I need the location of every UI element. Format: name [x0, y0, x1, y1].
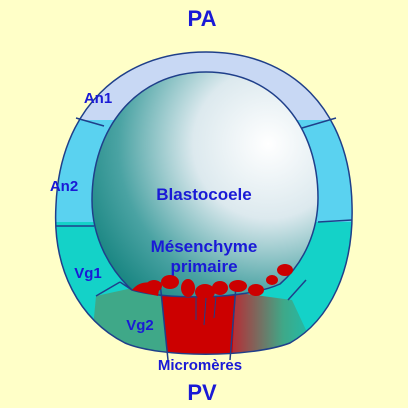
label-blastocoele: Blastocoele: [156, 185, 251, 204]
label-micromeres: Micromères: [158, 357, 242, 374]
label-vg2: Vg2: [126, 317, 154, 334]
label-pa: PA: [188, 6, 217, 31]
label-an2: An2: [50, 178, 78, 195]
label-pv: PV: [187, 380, 217, 405]
label-vg1: Vg1: [74, 265, 102, 282]
label-an1: An1: [84, 90, 112, 107]
mesenchyme-outlines: [195, 295, 217, 326]
label-mesenchyme-line1: Mésenchyme: [151, 237, 258, 256]
micromeres-block: [160, 282, 236, 355]
cell-boundaries: [54, 51, 353, 361]
label-mesenchyme-line2: primaire: [170, 257, 237, 276]
primary-mesenchyme: [132, 264, 293, 300]
